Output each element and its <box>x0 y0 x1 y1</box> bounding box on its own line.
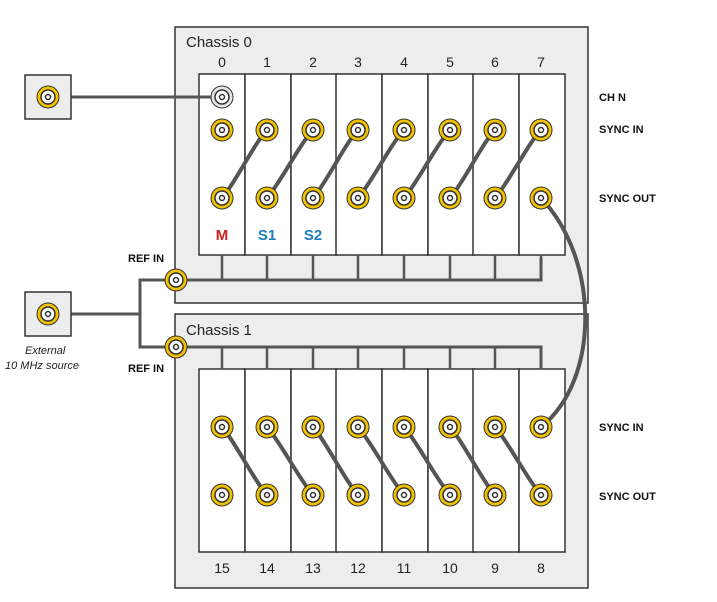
chassis-0-sync-in-connector-icon <box>483 118 507 142</box>
ref-in-connector-chassis-0-icon <box>164 268 188 292</box>
c1-slot-number-11: 11 <box>397 560 412 576</box>
c0-slot-number-4: 4 <box>400 54 408 70</box>
c0-card-1 <box>244 73 292 256</box>
backplane-buses <box>176 255 543 369</box>
chassis-1-sync-out-connector-icon <box>301 483 325 507</box>
c0-card-5 <box>427 73 475 256</box>
c0-slot-number-0: 0 <box>218 54 226 70</box>
chassis-1-sync-out-connector-icon <box>529 483 553 507</box>
external-source-bnc-connector-icon <box>36 302 60 326</box>
chassis-1-sync-out-connector-icon <box>438 483 462 507</box>
c1-card-13 <box>290 368 338 553</box>
c1-slot-number-12: 12 <box>350 560 366 576</box>
c1-slot-number-10: 10 <box>442 560 458 576</box>
c1-card-9 <box>472 368 520 553</box>
ref-in-label-chassis-0: REF IN <box>128 253 164 265</box>
chassis-0-sync-out-connector-icon <box>392 186 416 210</box>
chassis-1-ref-bus <box>176 345 543 369</box>
chassis-0-sync-in-connector-icon <box>346 118 370 142</box>
chassis-0-sync-out-connector-icon <box>529 186 553 210</box>
chassis-1-sync-in-label: SYNC IN <box>599 422 644 434</box>
c0-slot-number-5: 5 <box>446 54 454 70</box>
chassis-1-sync-in-connector-icon <box>529 415 553 439</box>
chassis-1-sync-in-connector-icon <box>301 415 325 439</box>
c1-slot-number-15: 15 <box>214 560 230 576</box>
badge-m: M <box>216 227 229 244</box>
c0-slot-number-7: 7 <box>537 54 545 70</box>
chassis-0-ref-bus <box>176 258 543 282</box>
chn-label: CH N <box>599 92 626 104</box>
chassis-1-sync-in-connector-icon <box>210 415 234 439</box>
chassis-0-sync-out-connector-icon <box>301 186 325 210</box>
chassis-0-sync-out-connector-icon <box>255 186 279 210</box>
external-source-label-line1: External <box>25 345 66 357</box>
chassis-1-slot-numbers: 15 14 13 12 11 10 9 8 <box>214 560 545 576</box>
c0-slot-number-3: 3 <box>354 54 362 70</box>
ref-in-label-chassis-1: REF IN <box>128 363 164 375</box>
chassis-0-sync-in-connector-icon <box>529 118 553 142</box>
badge-s2: S2 <box>304 227 322 244</box>
c0-slot-number-1: 1 <box>263 54 271 70</box>
chassis-0-sync-in-connector-icon <box>255 118 279 142</box>
c1-card-15 <box>198 368 246 553</box>
chassis-0-sync-out-connector-icon <box>438 186 462 210</box>
chassis-1-sync-out-connector-icon <box>392 483 416 507</box>
c1-card-10 <box>427 368 475 553</box>
chassis-1-sync-out-label: SYNC OUT <box>599 491 656 503</box>
chassis-1-sync-out-connector-icon <box>210 483 234 507</box>
chassis-0-sync-out-connector-icon <box>346 186 370 210</box>
badge-s1: S1 <box>258 227 276 244</box>
c0-card-7 <box>518 73 566 256</box>
chassis-1-sync-in-connector-icon <box>438 415 462 439</box>
chassis-0-sync-in-connector-icon <box>438 118 462 142</box>
c1-slot-number-8: 8 <box>537 560 545 576</box>
chassis-1-sync-in-connector-icon <box>483 415 507 439</box>
chassis-1-title: Chassis 1 <box>186 322 252 339</box>
c1-card-8 <box>518 368 566 553</box>
c1-slot-number-14: 14 <box>259 560 275 576</box>
chassis-1-sync-in-connector-icon <box>392 415 416 439</box>
c1-slot-number-13: 13 <box>305 560 321 576</box>
chassis-0-sync-in-connector-icon <box>301 118 325 142</box>
chassis-1-sync-out-connector-icon <box>255 483 279 507</box>
top-left-bnc-connector-icon <box>36 85 60 109</box>
chassis-0-slot-numbers: 0 1 2 3 4 5 6 7 <box>218 54 545 70</box>
c0-card-6 <box>472 73 520 256</box>
ref-cable-split <box>138 278 178 349</box>
chassis-0-sync-in-connector-icon <box>210 118 234 142</box>
chassis-1-sync-in-connector-icon <box>255 415 279 439</box>
ref-in-connector-chassis-1-icon <box>164 335 188 359</box>
chassis-0-title: Chassis 0 <box>186 34 252 51</box>
chassis-1-sync-out-connector-icon <box>346 483 370 507</box>
c0-card-3 <box>335 73 383 256</box>
chassis-1-sync-in-connector-icon <box>346 415 370 439</box>
c0-card-4 <box>381 73 429 256</box>
c1-card-14 <box>244 368 292 553</box>
chassis-1-sync-out-connector-icon <box>483 483 507 507</box>
chassis-0-sync-in-label: SYNC IN <box>599 124 644 136</box>
connectors <box>24 74 553 507</box>
c1-card-11 <box>381 368 429 553</box>
c0-card-2 <box>290 73 338 256</box>
c0-slot-number-2: 2 <box>309 54 317 70</box>
c1-card-12 <box>335 368 383 553</box>
chassis-0-sync-out-connector-icon <box>483 186 507 210</box>
chn-connector-icon <box>210 85 234 109</box>
chassis-0-sync-out-connector-icon <box>210 186 234 210</box>
inter-chassis-sync-cable <box>539 196 588 429</box>
external-source-label-line2: 10 MHz source <box>5 360 79 372</box>
chassis-0-sync-out-label: SYNC OUT <box>599 193 656 205</box>
c0-slot-number-6: 6 <box>491 54 499 70</box>
c1-slot-number-9: 9 <box>491 560 499 576</box>
chassis-0-cards <box>198 73 566 256</box>
module-badges: M S1 S2 <box>216 227 322 244</box>
chassis-0-sync-in-connector-icon <box>392 118 416 142</box>
